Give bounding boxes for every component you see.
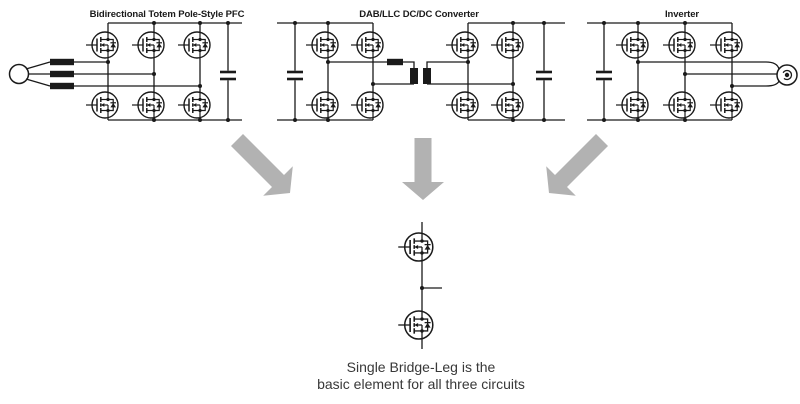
dcdc-title: DAB/LLC DC/DC Converter bbox=[359, 9, 479, 20]
caption-line-1: Single Bridge-Leg is the bbox=[347, 359, 496, 375]
ac-source-icon bbox=[8, 63, 30, 85]
inverter-circuit bbox=[587, 21, 798, 122]
mosfet-icon bbox=[350, 91, 384, 119]
mosfet-icon bbox=[397, 310, 434, 340]
mosfet-icon bbox=[615, 91, 649, 119]
junction-dots bbox=[602, 21, 734, 122]
arrow-down-icon bbox=[402, 138, 444, 200]
mosfet-icon bbox=[305, 31, 339, 59]
mosfet-icon bbox=[662, 31, 696, 59]
capacitor-icon bbox=[220, 23, 236, 120]
arrows bbox=[231, 134, 608, 200]
mosfet-icon bbox=[305, 91, 339, 119]
inductor-icon bbox=[50, 58, 74, 90]
mosfet-icon bbox=[490, 91, 524, 119]
caption-line-2: basic element for all three circuits bbox=[317, 376, 525, 392]
capacitor-icon bbox=[536, 23, 552, 120]
pfc-title: Bidirectional Totem Pole-Style PFC bbox=[90, 9, 245, 20]
inverter-title: Inverter bbox=[665, 9, 699, 20]
capacitor-icon bbox=[596, 23, 612, 120]
mosfet-icon bbox=[131, 91, 165, 119]
junction-dot bbox=[420, 286, 424, 290]
junction-dots bbox=[293, 21, 546, 122]
junction-dots bbox=[106, 21, 230, 122]
mosfet-icon bbox=[709, 31, 743, 59]
arrow-down-right-icon bbox=[231, 134, 293, 196]
capacitor-icon bbox=[287, 23, 303, 120]
transformer-icon bbox=[328, 58, 513, 85]
bridge-leg bbox=[397, 222, 442, 349]
mosfet-icon bbox=[177, 91, 211, 119]
mosfet-icon bbox=[177, 31, 211, 59]
motor-icon bbox=[776, 64, 798, 86]
mosfet-icon bbox=[445, 91, 479, 119]
mosfet-icon bbox=[85, 31, 119, 59]
mosfet-icon bbox=[709, 91, 743, 119]
mosfet-icon bbox=[397, 232, 434, 262]
pfc-circuit bbox=[8, 21, 242, 122]
mosfet-icon bbox=[615, 31, 649, 59]
mosfet-icon bbox=[445, 31, 479, 59]
mosfet-icon bbox=[131, 31, 165, 59]
arrow-down-left-icon bbox=[546, 134, 608, 196]
mosfet-icon bbox=[350, 31, 384, 59]
dcdc-circuit bbox=[277, 21, 565, 122]
mosfet-icon bbox=[85, 91, 119, 119]
mosfet-icon bbox=[662, 91, 696, 119]
mosfet-icon bbox=[490, 31, 524, 59]
